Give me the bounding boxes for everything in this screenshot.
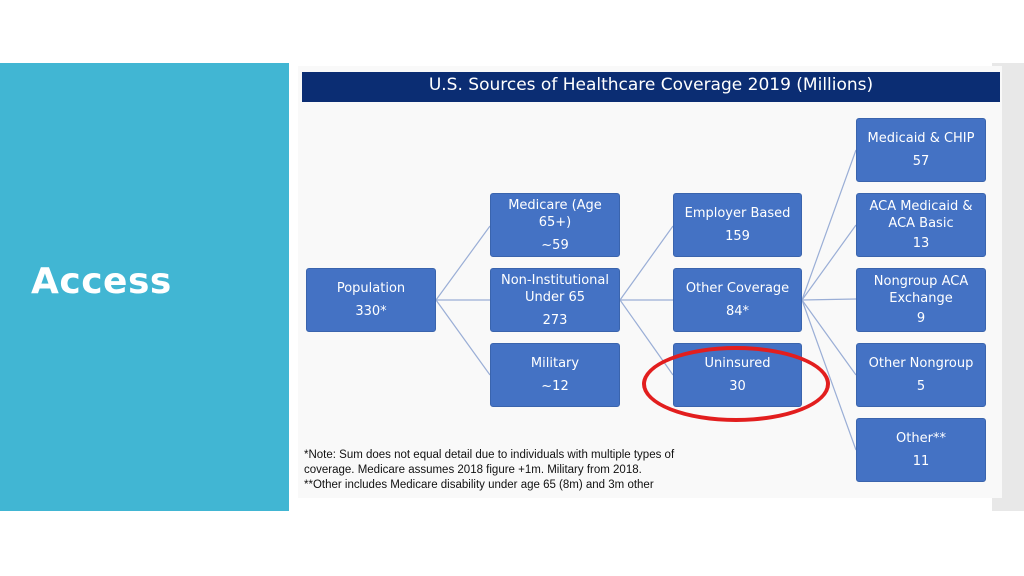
node-employer-value: 159 (725, 229, 750, 244)
node-medicare-label: Medicare (Age 65+) (508, 197, 602, 230)
node-noninstitutional-value: 273 (542, 312, 568, 328)
node-nongroup-aca-value: 9 (916, 311, 926, 326)
node-military-label: Military (530, 356, 580, 371)
node-military: Military ~12 (490, 343, 620, 407)
node-other-coverage-label: Other Coverage (685, 281, 790, 296)
node-medicaid-chip: Medicaid & CHIP 57 (856, 118, 986, 182)
diagram-title: U.S. Sources of Healthcare Coverage 2019… (302, 72, 1000, 102)
node-other-coverage-value: 84* (725, 304, 750, 319)
node-noninstitutional: Non-Institutional Under 65 273 (490, 268, 620, 332)
node-medicare-value: ~59 (541, 237, 569, 253)
node-other-nongroup-value: 5 (916, 379, 926, 394)
node-other-label: Other** (896, 431, 946, 446)
node-medicaid-chip-label: Medicaid & CHIP (867, 131, 975, 146)
footnote-line-3: **Other includes Medicare disability und… (304, 479, 654, 491)
node-other: Other** 11 (856, 418, 986, 482)
footnote-line-1: *Note: Sum does not equal detail due to … (304, 449, 675, 461)
node-nongroup-aca-label: Nongroup ACA Exchange (873, 274, 969, 306)
footnote: *Note: Sum does not equal detail due to … (304, 448, 724, 493)
node-noninstitutional-label: Non-Institutional Under 65 (501, 272, 609, 305)
node-population-label: Population (336, 281, 406, 296)
uninsured-highlight-ring (642, 346, 830, 422)
node-aca-medicaid: ACA Medicaid & ACA Basic 13 (856, 193, 986, 257)
node-employer: Employer Based 159 (673, 193, 802, 257)
side-panel (0, 63, 289, 511)
node-other-value: 11 (912, 454, 930, 469)
node-other-nongroup: Other Nongroup 5 (856, 343, 986, 407)
node-medicaid-chip-value: 57 (912, 154, 930, 169)
slide-title: Access (31, 261, 172, 302)
footnote-line-2: coverage. Medicare assumes 2018 figure +… (304, 464, 642, 476)
node-employer-label: Employer Based (684, 206, 791, 221)
node-other-nongroup-label: Other Nongroup (868, 356, 974, 371)
node-medicare: Medicare (Age 65+) ~59 (490, 193, 620, 257)
node-population: Population 330* (306, 268, 436, 332)
node-nongroup-aca: Nongroup ACA Exchange 9 (856, 268, 986, 332)
node-military-value: ~12 (541, 379, 569, 394)
node-aca-medicaid-label: ACA Medicaid & ACA Basic (869, 199, 973, 231)
node-aca-medicaid-value: 13 (912, 236, 930, 251)
node-population-value: 330* (355, 304, 387, 319)
coverage-diagram: U.S. Sources of Healthcare Coverage 2019… (298, 66, 1002, 498)
node-other-coverage: Other Coverage 84* (673, 268, 802, 332)
